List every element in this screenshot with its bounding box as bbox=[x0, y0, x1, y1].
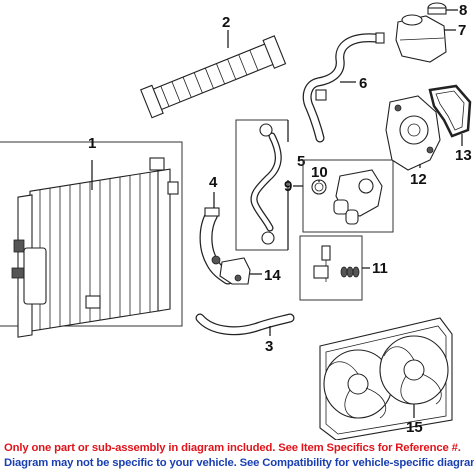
upper-hose-part bbox=[302, 32, 385, 143]
thermostat-housing-part bbox=[302, 159, 394, 233]
callout-5: 5 bbox=[297, 153, 305, 170]
coolant-reservoir-part bbox=[395, 14, 447, 63]
disclaimer-line-1: Only one part or sub-assembly in diagram… bbox=[4, 442, 461, 454]
disclaimer-footer: Only one part or sub-assembly in diagram… bbox=[0, 440, 474, 475]
callout-15: 15 bbox=[406, 419, 423, 436]
hose-5-part bbox=[235, 119, 289, 251]
callout-11: 11 bbox=[372, 260, 388, 277]
callout-8: 8 bbox=[459, 2, 467, 19]
charge-air-cooler-part bbox=[140, 35, 287, 119]
callout-7: 7 bbox=[458, 22, 466, 39]
callout-1: 1 bbox=[88, 135, 96, 152]
callout-3: 3 bbox=[265, 338, 273, 355]
callout-14: 14 bbox=[264, 267, 281, 284]
bracket-14-part bbox=[211, 255, 251, 285]
gasket-part bbox=[428, 84, 472, 138]
fan-shroud-part bbox=[319, 317, 453, 441]
callout-6: 6 bbox=[359, 75, 367, 92]
callout-10: 10 bbox=[311, 164, 328, 181]
disclaimer-line-2: Diagram may not be specific to your vehi… bbox=[4, 457, 474, 469]
callout-2: 2 bbox=[222, 14, 230, 31]
callout-4: 4 bbox=[209, 174, 218, 191]
water-pump-part bbox=[385, 95, 441, 171]
callout-9: 9 bbox=[284, 178, 292, 195]
radiator-part bbox=[0, 141, 183, 338]
callout-12: 12 bbox=[410, 171, 427, 188]
callout-13: 13 bbox=[455, 147, 472, 164]
reservoir-cap-part bbox=[427, 2, 447, 15]
